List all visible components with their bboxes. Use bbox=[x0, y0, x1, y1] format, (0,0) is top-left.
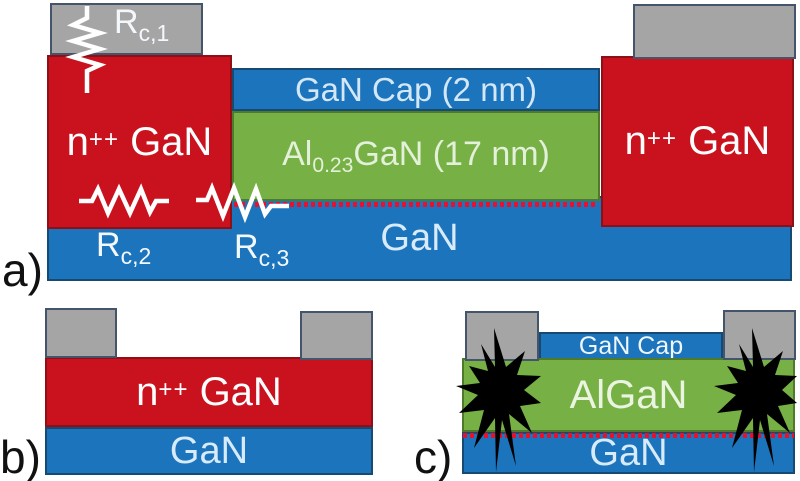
rc2-label: Rc,2 bbox=[96, 226, 152, 269]
panel-c-algan-label: AlGaN bbox=[569, 372, 688, 417]
panel-b-contact-pad-right bbox=[300, 311, 373, 360]
panel-a-gan-cap-layer: GaN Cap (2 nm) bbox=[232, 68, 600, 111]
panel-c-letter: c) bbox=[414, 431, 453, 481]
npp-gan-left-label: n++ GaN bbox=[66, 119, 213, 164]
panel-c-2deg-dotted-line bbox=[463, 433, 794, 438]
panel-b-gan-layer: GaN bbox=[45, 427, 373, 475]
panel-c-algan-layer: AlGaN bbox=[462, 358, 795, 432]
panel-a-2deg-dotted-line bbox=[234, 202, 596, 207]
rc1-label: Rc,1 bbox=[114, 3, 170, 46]
panel-b-npp-gan-label: n++ GaN bbox=[136, 369, 282, 414]
gan-cap-label: GaN Cap (2 nm) bbox=[294, 70, 538, 108]
panel-a-contact-pad-right bbox=[633, 4, 796, 59]
panel-b-contact-pad-left bbox=[45, 308, 117, 358]
panel-b-npp-gan-layer: n++ GaN bbox=[45, 357, 373, 427]
rc3-label: Rc,3 bbox=[234, 228, 290, 271]
panel-a-npp-gan-left: n++ GaN bbox=[47, 55, 232, 229]
panel-a-npp-gan-right: n++ GaN bbox=[601, 56, 794, 227]
panel-a-algan-barrier-layer: Al0.23GaN (17 nm) bbox=[232, 111, 600, 201]
panel-c-gan-layer: GaN bbox=[462, 432, 795, 474]
panel-c-contact-pad-right bbox=[723, 310, 796, 360]
panel-c-gan-cap-label: GaN Cap bbox=[578, 331, 684, 360]
npp-gan-right-label: n++ GaN bbox=[624, 119, 771, 163]
panel-a-letter: a) bbox=[2, 244, 43, 296]
gan-buffer-label: GaN bbox=[380, 217, 459, 259]
panel-b-gan-label: GaN bbox=[169, 429, 249, 472]
panel-c-contact-pad-left bbox=[465, 311, 539, 361]
algan-barrier-label: Al0.23GaN (17 nm) bbox=[282, 134, 550, 177]
panel-b-letter: b) bbox=[0, 431, 41, 481]
panel-c-gan-label: GaN bbox=[589, 431, 668, 474]
panel-c-gan-cap-layer: GaN Cap bbox=[539, 332, 723, 360]
